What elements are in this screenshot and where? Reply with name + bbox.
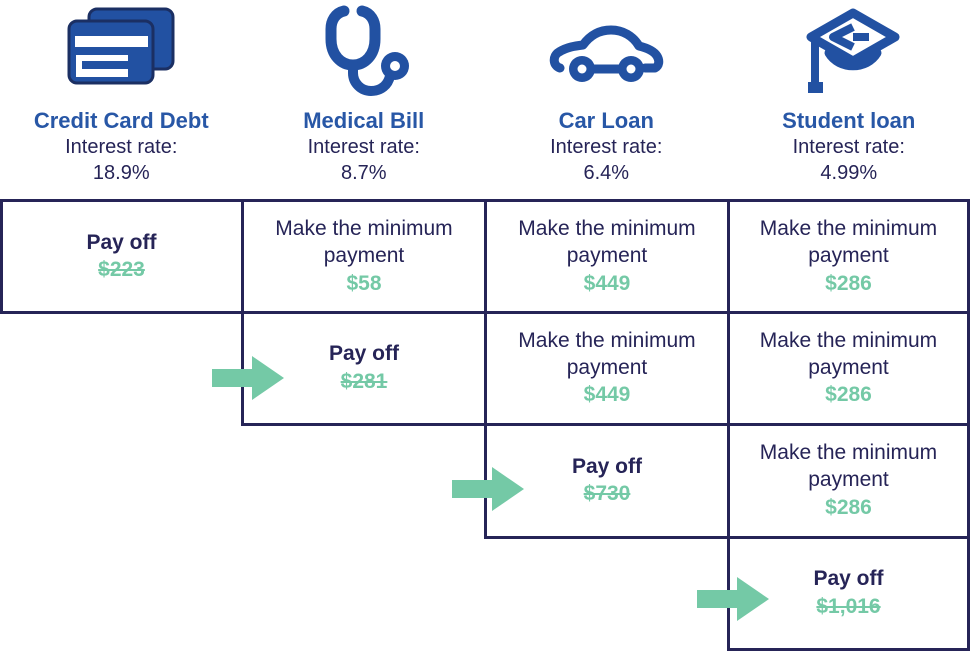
arrow-icon	[697, 577, 769, 621]
minimum-payment-label: Make the minimum payment	[759, 328, 938, 379]
cell-minimum-car-row2: Make the minimum payment $449	[489, 314, 725, 421]
cell-minimum-student-row3: Make the minimum payment $286	[732, 426, 965, 534]
credit-card-icon	[65, 0, 177, 104]
interest-rate-label: Interest rate:	[550, 135, 663, 158]
payoff-amount: $223	[98, 258, 145, 281]
table-border-row2-bottom	[241, 423, 970, 426]
interest-rate-value: 8.7%	[340, 161, 387, 184]
column-header-car: Car Loan Interest rate: 6.4%	[485, 0, 728, 196]
payoff-label: Pay off	[571, 454, 642, 478]
column-title: Medical Bill	[303, 108, 425, 133]
minimum-amount: $449	[583, 383, 631, 407]
payoff-label: Pay off	[86, 230, 157, 254]
minimum-payment-label: Make the minimum payment	[518, 328, 696, 379]
column-header-medical: Medical Bill Interest rate: 8.7%	[243, 0, 486, 196]
interest-rate-value: 4.99%	[820, 161, 878, 184]
payoff-label: Pay off	[813, 567, 884, 591]
stethoscope-icon	[315, 0, 413, 104]
table-border-row4-bottom	[727, 648, 970, 651]
arrow-icon	[452, 467, 524, 511]
payoff-amount: $281	[340, 369, 388, 393]
cell-minimum-medical-row1: Make the minimum payment $58	[246, 202, 482, 310]
cell-minimum-student-row1: Make the minimum payment $286	[732, 202, 965, 310]
minimum-amount: $286	[825, 383, 872, 407]
column-header-student: Student loan Interest rate: 4.99%	[728, 0, 970, 196]
interest-rate-value: 6.4%	[583, 161, 630, 184]
column-header-credit-card: Credit Card Debt Interest rate: 18.9%	[0, 0, 243, 196]
column-title: Credit Card Debt	[33, 108, 209, 133]
minimum-payment-label: Make the minimum payment	[275, 217, 453, 268]
minimum-payment-label: Make the minimum payment	[759, 217, 938, 268]
cell-payoff-medical: Pay off $281	[246, 314, 482, 421]
cell-payoff-car: Pay off $730	[489, 426, 725, 534]
minimum-amount: $286	[825, 495, 872, 519]
graduation-cap-icon	[795, 0, 903, 104]
interest-rate-label: Interest rate:	[307, 135, 420, 158]
column-title: Student loan	[782, 108, 916, 133]
column-title: Car Loan	[558, 108, 654, 133]
cell-payoff-student: Pay off $1,016	[732, 539, 965, 646]
minimum-amount: $449	[583, 271, 631, 295]
payoff-label: Pay off	[328, 342, 399, 366]
table-border-col2-left	[241, 199, 244, 426]
interest-rate-value: 18.9%	[92, 161, 150, 184]
cell-payoff-credit-card: Pay off $223	[4, 202, 239, 310]
table-border-col4-left	[727, 199, 730, 651]
table-border-left	[0, 199, 3, 314]
minimum-payment-label: Make the minimum payment	[518, 217, 696, 268]
interest-rate-label: Interest rate:	[65, 135, 178, 158]
payoff-amount: $730	[583, 482, 631, 505]
table-border-col3-left	[484, 199, 487, 539]
cell-minimum-car-row1: Make the minimum payment $449	[489, 202, 725, 310]
payoff-amount: $1,016	[816, 594, 881, 618]
minimum-payment-label: Make the minimum payment	[759, 441, 938, 492]
interest-rate-label: Interest rate:	[792, 135, 905, 158]
car-icon	[548, 0, 664, 104]
arrow-icon	[212, 356, 284, 400]
minimum-amount: $58	[346, 271, 382, 295]
cell-minimum-student-row2: Make the minimum payment $286	[732, 314, 965, 421]
table-border-right	[967, 199, 970, 651]
minimum-amount: $286	[825, 271, 872, 295]
